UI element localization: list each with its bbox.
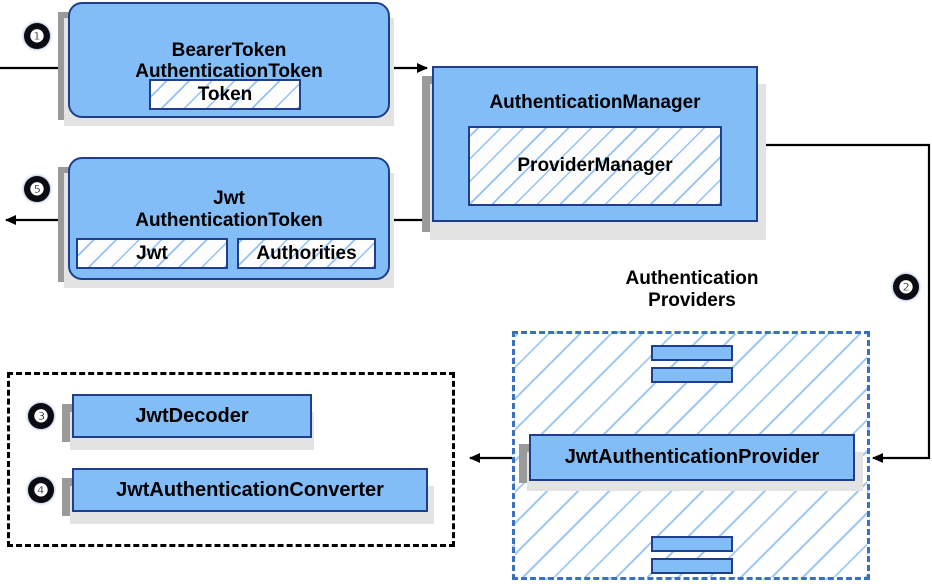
badge-4: ❹ (28, 477, 54, 503)
jwt-support-group (7, 372, 455, 547)
line-manager-to-provider (758, 143, 931, 463)
jwt-decoder-box[interactable]: JwtDecoder (72, 394, 312, 438)
jwt-token-slot-jwt-label: Jwt (136, 242, 168, 264)
badge-3: ❸ (28, 403, 54, 429)
provider-bar-bottom-1 (651, 536, 733, 552)
badge-2-label: ❷ (898, 277, 914, 297)
badge-4-label: ❹ (33, 480, 49, 500)
provider-manager-box[interactable]: ProviderManager (468, 126, 722, 206)
jwt-decoder-label: JwtDecoder (135, 404, 249, 427)
bearer-token-title-line2: AuthenticationToken (135, 61, 323, 82)
provider-bar-bottom-2 (651, 558, 733, 574)
provider-manager-label: ProviderManager (517, 155, 673, 176)
auth-providers-label-line1: Authentication (625, 268, 759, 289)
jwt-token-title: Jwt AuthenticationToken (135, 188, 323, 231)
bearer-token-slot-label: Token (197, 83, 253, 105)
badge-2: ❷ (893, 274, 919, 300)
jwt-authentication-provider-box[interactable]: JwtAuthenticationProvider (529, 434, 855, 481)
bearer-token-slot: Token (149, 79, 301, 110)
authentication-manager-title: AuthenticationManager (489, 92, 701, 113)
jwt-token-slot-authorities: Authorities (237, 238, 376, 269)
badge-5-label: ❺ (29, 179, 45, 199)
jwt-token-title-line1: Jwt (213, 188, 245, 210)
jwt-token-slot-jwt: Jwt (76, 238, 228, 269)
badge-1: ❶ (24, 23, 50, 49)
bearer-token-title-line1: BearerToken (171, 39, 287, 61)
bearer-token-title: BearerToken AuthenticationToken (135, 40, 323, 83)
badge-5: ❺ (24, 176, 50, 202)
badge-1-label: ❶ (29, 26, 45, 46)
authentication-providers-label: Authentication Providers (562, 268, 822, 311)
provider-bar-top-1 (651, 345, 733, 361)
provider-bar-top-2 (651, 367, 733, 383)
auth-providers-label-line2: Providers (648, 289, 736, 311)
badge-3-label: ❸ (33, 406, 49, 426)
jwt-authentication-converter-box[interactable]: JwtAuthenticationConverter (72, 468, 428, 512)
jwt-token-title-line2: AuthenticationToken (135, 209, 323, 231)
jwt-authentication-provider-label: JwtAuthenticationProvider (564, 446, 820, 469)
jwt-token-slot-authorities-label: Authorities (256, 242, 357, 264)
jwt-authentication-converter-label: JwtAuthenticationConverter (116, 478, 384, 501)
